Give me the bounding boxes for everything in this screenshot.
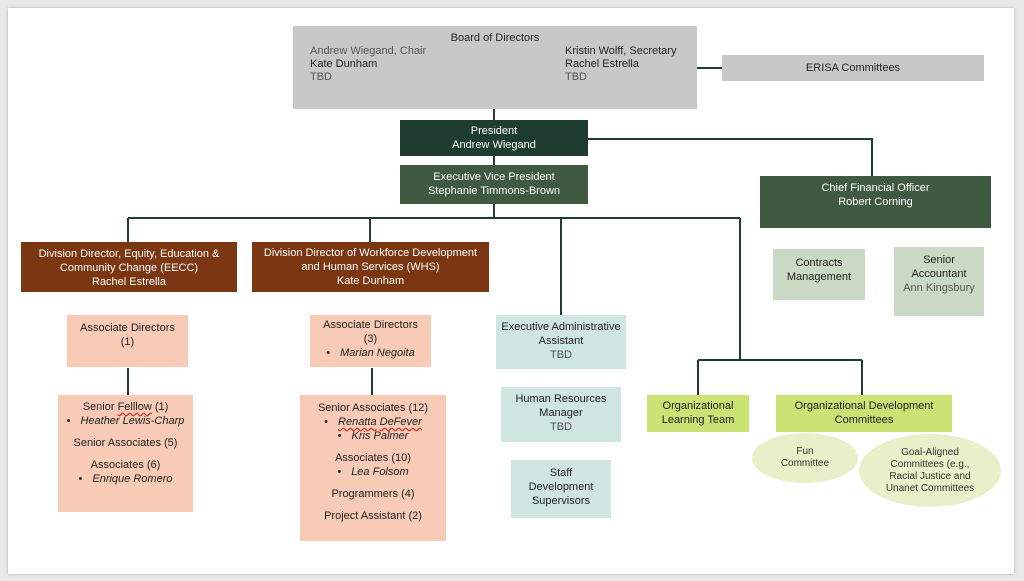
contracts-line1: Contracts bbox=[795, 257, 843, 269]
whs-senior-associate-person: Renatta DeFever bbox=[300, 415, 446, 429]
president-box: President Andrew Wiegand bbox=[400, 120, 588, 156]
contracts-management-box: Contracts Management bbox=[773, 249, 865, 300]
eecc-staff-box: Senior Felllow (1) Heather Lewis-Charp S… bbox=[58, 395, 193, 512]
person-last-name: DeFever bbox=[379, 416, 422, 428]
cfo-title: Chief Financial Officer bbox=[821, 182, 930, 194]
org-learning-team-box: Organizational Learning Team bbox=[647, 395, 749, 432]
eecc-division-box: Division Director, Equity, Education & C… bbox=[21, 242, 237, 292]
erisa-label: ERISA Committees bbox=[805, 62, 901, 74]
senior-fellow-count: (1) bbox=[151, 401, 169, 413]
president-title: President bbox=[470, 125, 518, 137]
board-member: Andrew Wiegand, Chair bbox=[310, 45, 427, 57]
exec-admin-assistant-box: Executive Administrative Assistant TBD bbox=[496, 315, 626, 369]
erisa-committees-box: ERISA Committees bbox=[722, 55, 984, 81]
senior-accountant-line1: Senior bbox=[923, 254, 955, 266]
senior-accountant-line2: Accountant bbox=[911, 268, 967, 280]
whs-senior-associates: Senior Associates (12) bbox=[317, 402, 429, 414]
president-name: Andrew Wiegand bbox=[452, 139, 536, 151]
whs-senior-associate-person: Kris Palmer bbox=[300, 429, 446, 443]
whs-staff-box: Senior Associates (12) Renatta DeFever K… bbox=[300, 395, 446, 541]
goal-line1: Goal-Aligned bbox=[901, 446, 959, 458]
org-learning-line2: Learning Team bbox=[661, 414, 735, 426]
board-member: Rachel Estrella bbox=[565, 58, 639, 70]
org-learning-line1: Organizational bbox=[662, 400, 734, 412]
board-member: Kristin Wolff, Secretary bbox=[565, 45, 677, 57]
eecc-assoc-dir-title: Associate Directors bbox=[80, 322, 175, 334]
whs-assoc-dir-count: (3) bbox=[363, 333, 378, 345]
eecc-senior-associates: Senior Associates (5) bbox=[73, 437, 178, 449]
staff-dev-line2: Development bbox=[528, 481, 594, 493]
whs-project-assistant: Project Assistant (2) bbox=[324, 510, 422, 522]
org-dev-line2: Committees bbox=[834, 414, 894, 426]
eecc-associates: Associates (6) bbox=[90, 459, 161, 471]
person-first-name: Renatta bbox=[338, 416, 377, 428]
board-of-directors-box: Board of Directors Andrew Wiegand, Chair… bbox=[293, 26, 697, 109]
org-development-committees-box: Organizational Development Committees bbox=[776, 395, 952, 432]
exec-admin-name: TBD bbox=[550, 349, 572, 361]
cfo-box: Chief Financial Officer Robert Corning bbox=[760, 176, 991, 228]
staff-development-supervisors-box: Staff Development Supervisors bbox=[511, 460, 611, 518]
hr-manager-box: Human Resources Manager TBD bbox=[501, 387, 621, 442]
fun-committee-ellipse: Fun Committee bbox=[752, 433, 858, 483]
board-member: Kate Dunham bbox=[310, 58, 378, 70]
eecc-associate-directors-box: Associate Directors (1) bbox=[67, 315, 188, 367]
cfo-name: Robert Corning bbox=[838, 196, 913, 208]
eecc-associates-person: Enrique Romero bbox=[58, 472, 193, 486]
senior-fellow-misspelled: Felllow bbox=[117, 401, 152, 413]
board-members-right: Kristin Wolff, Secretary Rachel Estrella… bbox=[565, 45, 676, 84]
whs-programmers: Programmers (4) bbox=[331, 488, 415, 500]
staff-dev-line1: Staff bbox=[549, 467, 573, 479]
goal-line3: Racial Justice and bbox=[889, 470, 971, 482]
whs-associate-directors-box: Associate Directors (3) Marian Negoita bbox=[310, 315, 431, 367]
evp-name: Stephanie Timmons-Brown bbox=[427, 185, 561, 197]
eecc-director-name: Rachel Estrella bbox=[92, 276, 166, 288]
whs-assoc-dir-person: Marian Negoita bbox=[310, 346, 431, 360]
whs-line2: and Human Services (WHS) bbox=[301, 261, 440, 273]
eecc-assoc-dir-count: (1) bbox=[120, 336, 135, 348]
eecc-line2: Community Change (EECC) bbox=[59, 262, 199, 274]
exec-admin-line1: Executive Administrative bbox=[501, 321, 621, 333]
fun-line1: Fun bbox=[796, 446, 814, 457]
goal-line4: Unanet Committees bbox=[885, 482, 975, 494]
whs-assoc-dir-title: Associate Directors bbox=[323, 319, 418, 331]
senior-accountant-name: Ann Kingsbury bbox=[903, 282, 975, 294]
senior-fellow-text: Senior bbox=[82, 401, 118, 413]
whs-division-box: Division Director of Workforce Developme… bbox=[252, 242, 489, 292]
whs-associates: Associates (10) bbox=[335, 452, 411, 464]
hr-line2: Manager bbox=[539, 407, 583, 419]
evp-box: Executive Vice President Stephanie Timmo… bbox=[400, 165, 588, 204]
senior-fellow-person: Heather Lewis-Charp bbox=[58, 414, 193, 428]
senior-accountant-box: Senior Accountant Ann Kingsbury bbox=[894, 247, 984, 316]
whs-associates-person: Lea Folsom bbox=[300, 465, 446, 479]
org-dev-line1: Organizational Development bbox=[794, 400, 934, 412]
evp-title: Executive Vice President bbox=[433, 171, 555, 183]
fun-line2: Committee bbox=[780, 458, 830, 469]
whs-line1: Division Director of Workforce Developme… bbox=[263, 247, 478, 259]
goal-aligned-committees-ellipse: Goal-Aligned Committees (e.g., Racial Ju… bbox=[859, 434, 1001, 507]
board-title: Board of Directors bbox=[450, 32, 540, 44]
board-member: TBD bbox=[565, 71, 587, 83]
exec-admin-line2: Assistant bbox=[538, 335, 584, 347]
goal-line2: Committees (e.g., bbox=[890, 458, 970, 470]
board-member: TBD bbox=[310, 71, 332, 83]
hr-name: TBD bbox=[550, 421, 572, 433]
senior-fellow-label: Senior Felllow (1) bbox=[58, 400, 193, 414]
eecc-line1: Division Director, Equity, Education & bbox=[38, 248, 220, 260]
staff-dev-line3: Supervisors bbox=[531, 495, 591, 507]
board-members-left: Andrew Wiegand, Chair Kate Dunham TBD bbox=[310, 45, 426, 84]
whs-director-name: Kate Dunham bbox=[336, 275, 405, 287]
hr-line1: Human Resources bbox=[515, 393, 607, 405]
contracts-line2: Management bbox=[786, 271, 852, 283]
